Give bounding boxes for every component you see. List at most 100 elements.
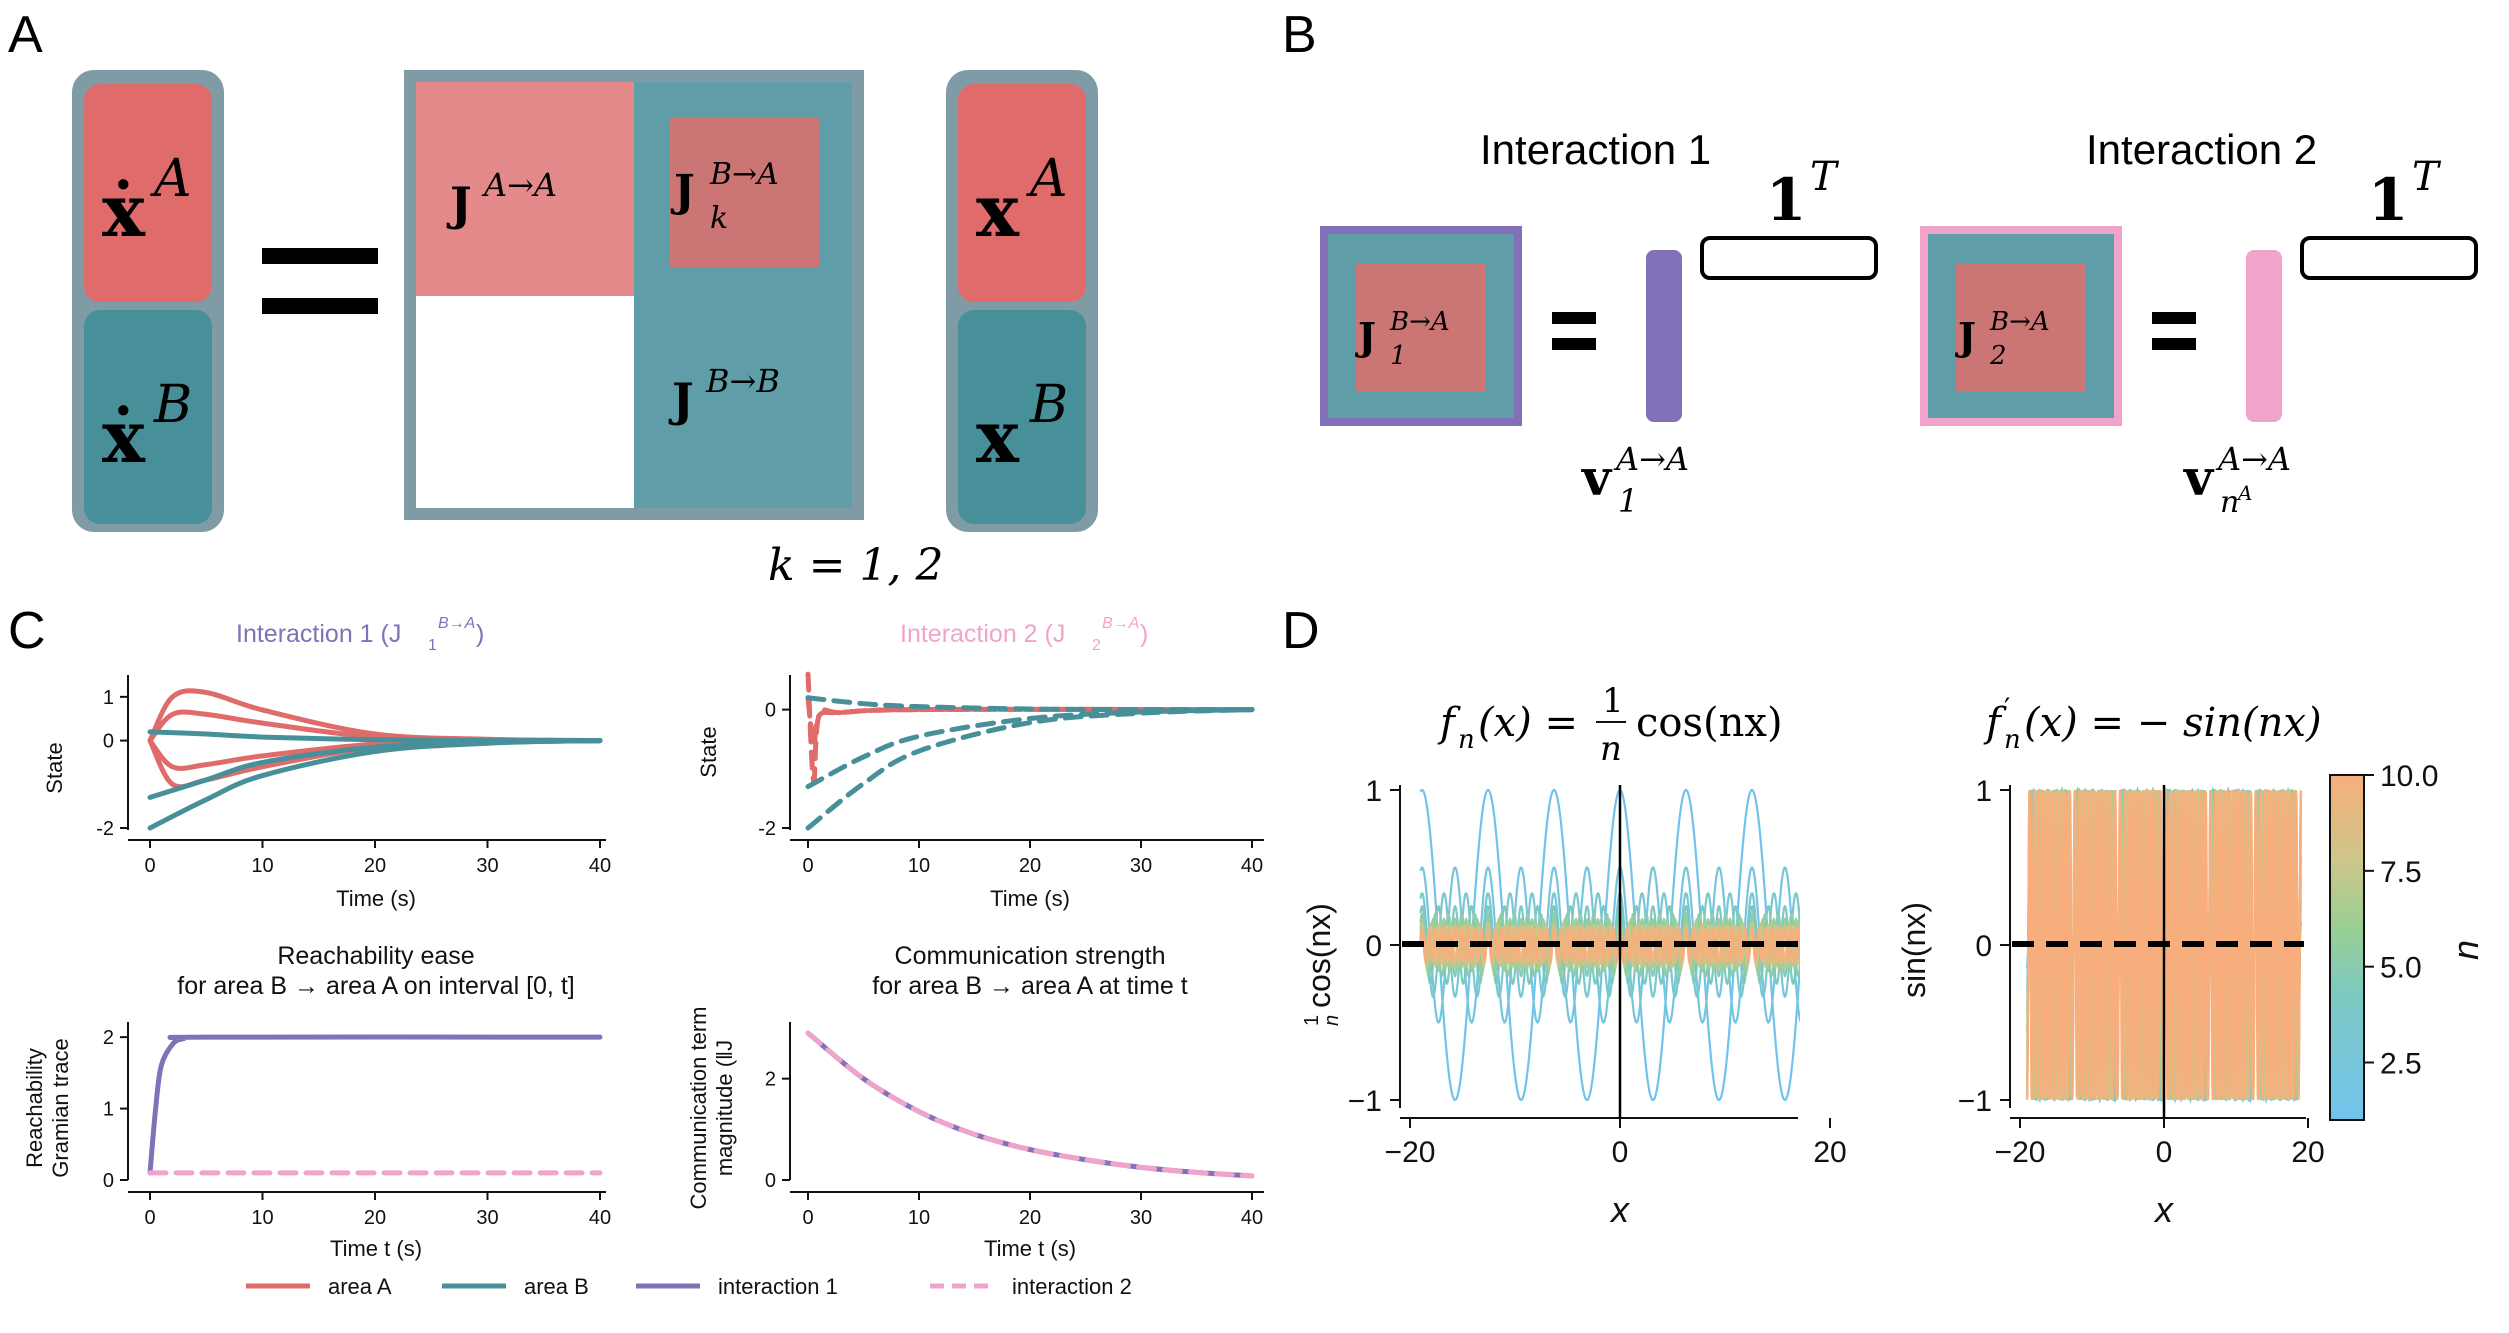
x-tick-label: 0 [802,855,813,877]
colorbar: 10.07.55.02.5 n [2329,760,2486,1121]
d-left-ylabel: cos(nx) [1301,903,1337,1008]
svg-text:cos(nx): cos(nx) [1636,700,1783,746]
j-b-to-b-sup: B→B [705,362,780,400]
legend-label: area B [524,1274,589,1299]
j2-symbol: J [1955,314,1976,359]
j1-sub: 1 [1390,341,1407,371]
plot4-title-line2: for area B → area A at time t [872,972,1187,1000]
svg-text:Interaction 1 (J: Interaction 1 (J [236,620,401,648]
svg-text:′: ′ [2004,692,2010,725]
legend-label: interaction 2 [1012,1274,1132,1299]
svg-text:Interaction 2 (J: Interaction 2 (J [900,620,1065,648]
plot1-ylabel: State [42,742,67,793]
j2-sup: B→A [1989,307,2050,337]
x-tick-label: 20 [1019,855,1041,877]
v2-subsup: A [2236,481,2252,505]
plot2-lines [805,671,1255,831]
x-tick-label: 10 [908,1207,930,1229]
series-line-interaction-1 [147,1034,603,1176]
plot3-ylabel-line1: Reachability [22,1048,47,1168]
interaction-2-decomposition: J B→A 2 1 T v A→A n A [1920,154,2478,520]
series-line-interaction-2 [805,1030,1255,1179]
interaction-2-title: Interaction 2 [2086,126,2317,173]
y-tick-label: 0 [1975,930,1992,963]
d-right-ylabel: sin(nx) [1896,902,1932,998]
rhs-x-b-symbol: x [976,394,1020,479]
series-line-area-b [805,695,1255,713]
y-tick-label: 1 [1365,775,1382,808]
y-tick-label: 0 [103,1170,114,1192]
series-line-area-b [147,738,603,831]
ones-1-symbol: 1 [1766,166,1806,234]
v2-symbol: v [2183,448,2215,507]
x-tick-label: 20 [1019,1207,1041,1229]
ones-row-vector-2 [2300,236,2478,280]
colorbar-tick-label: 5.0 [2380,952,2422,985]
panel-label-c: C [8,602,46,660]
y-tick-label: 0 [1365,930,1382,963]
x-tick-label: −20 [1995,1136,2046,1169]
legend-label: interaction 1 [718,1274,838,1299]
ones-row-vector-1 [1700,236,1878,280]
ones-1-T: T [1810,154,1840,200]
lhs-xdot-b-sup: B [153,375,192,435]
d-left-ylabel-frac-den: n [1321,1015,1343,1026]
plot3-lines [147,1034,603,1176]
interaction-1-title: Interaction 1 [1480,126,1711,173]
ones-2-T: T [2412,154,2442,200]
y-tick-label: -2 [96,818,114,840]
svg-text:1: 1 [1602,681,1624,721]
svg-text:(x) =: (x) = [1478,700,1578,746]
v1-sup: A→A [1613,440,1689,478]
plot4-title-line1: Communication strength [895,942,1166,970]
j1-symbol: J [1355,314,1376,359]
x-tick-label: 10 [908,855,930,877]
rhs-x-b-sup: B [1029,375,1068,435]
lhs-state-derivative-vector: ẋ A ẋ B [72,70,224,532]
v2-sub: n [2220,485,2239,520]
rhs-state-vector: x A x B [946,70,1098,532]
x-tick-label: 40 [589,1207,611,1229]
y-tick-label: 0 [103,731,114,753]
lhs-xdot-a-symbol: ẋ [102,168,146,253]
x-tick-label: 20 [364,1207,386,1229]
panel-d-right-title: f ′ n (x) = − sin(nx) [1983,692,2322,755]
interaction-1-decomposition: J B→A 1 1 T v A→A 1 [1320,154,1878,520]
d-left-xlabel: x [1609,1189,1631,1230]
y-tick-label: -2 [758,818,776,840]
plot4-titles: Communication strength for area B → area… [872,942,1187,1000]
plot3-titles: Reachability ease for area B → area A on… [177,942,574,1000]
y-tick-label: 1 [103,687,114,709]
x-tick-label: 20 [364,855,386,877]
y-tick-label: 2 [765,1069,776,1091]
panel-label-b: B [1282,6,1317,64]
plot3-title-line1: Reachability ease [277,942,474,970]
x-tick-label: 0 [144,1207,155,1229]
block-j-a-to-a [416,82,634,296]
series-line-area-b [805,707,1255,831]
rhs-x-a-sup: A [1026,149,1068,209]
x-tick-label: 30 [476,855,498,877]
x-tick-label: 10 [251,855,273,877]
svg-text:): ) [1140,620,1148,648]
svg-text:n: n [1458,725,1475,755]
y-tick-label: −1 [1348,1085,1382,1118]
series-line-area-a [805,671,1255,784]
v1-symbol: v [1581,448,1613,507]
x-tick-label: 40 [1241,855,1263,877]
plot3-xlabel: Time t (s) [330,1236,422,1261]
colorbar-tick-label: 2.5 [2380,1048,2422,1081]
j-b-to-a-k-symbol: J [670,166,695,217]
panel-label-a: A [8,6,43,64]
v2-vector [2246,250,2282,422]
series-line-area-b [805,707,1255,790]
j-b-to-b-symbol: J [668,373,694,427]
x-tick-label: 40 [589,855,611,877]
